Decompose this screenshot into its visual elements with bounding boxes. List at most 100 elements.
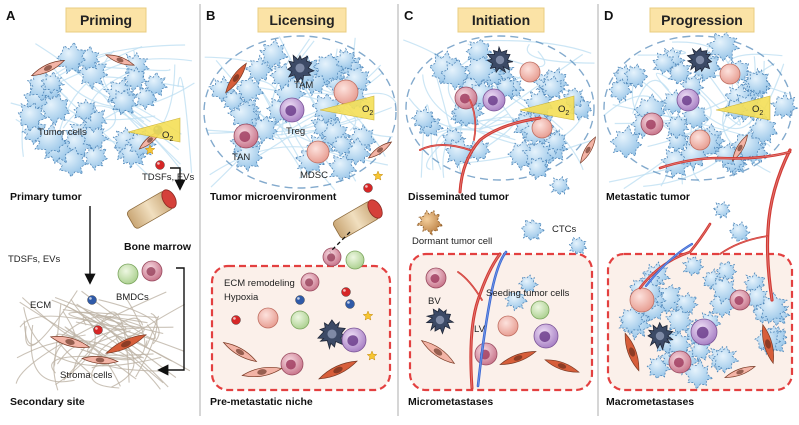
panel-a: A Priming Tumor cells O2 Primary tumor T… xyxy=(6,7,195,408)
panel-a-ecm-fibre xyxy=(19,301,142,359)
stroma-cell xyxy=(762,323,774,365)
stroma-cell xyxy=(420,339,456,365)
stroma-cell-nucleus xyxy=(257,369,267,375)
tumor-cell xyxy=(222,88,246,112)
panel-a-ecm-fibre xyxy=(68,311,158,325)
panel-d-title: Progression xyxy=(661,12,743,28)
tumor-cell xyxy=(608,78,633,104)
panel-a-ecm-fibre xyxy=(64,326,137,380)
stroma-cell-nucleus xyxy=(65,339,75,345)
panel-b-fibre xyxy=(209,146,353,176)
factor-star xyxy=(372,170,384,181)
tam-cell-nucleus xyxy=(295,63,305,73)
tan-cell-nucleus xyxy=(239,131,251,143)
tan-cell-nucleus xyxy=(645,119,656,130)
panel-c-fibre xyxy=(526,43,595,64)
bmdc-cell xyxy=(530,300,550,320)
tumor-cell xyxy=(518,274,539,293)
secreted-factor-blue-shine xyxy=(347,301,350,304)
panel-a-ecm-fibre xyxy=(104,311,130,383)
label-disseminated-tumor: Disseminated tumor xyxy=(408,191,509,203)
tumor-cell xyxy=(706,31,741,62)
stroma-cell xyxy=(241,366,283,378)
stroma-cell-nucleus xyxy=(376,147,384,153)
tumor-microenvironment-boundary xyxy=(203,35,397,189)
stroma-cell-nucleus xyxy=(628,347,636,357)
blood-vessel-macro xyxy=(638,222,712,290)
tumor-cell xyxy=(332,47,358,71)
panel-b-title-box xyxy=(257,7,347,33)
label-micrometastases: Micrometastases xyxy=(408,396,493,408)
tumor-cell xyxy=(410,105,437,132)
mdsc-cell xyxy=(497,315,519,337)
tam-cell-nucleus xyxy=(327,329,337,339)
tumor-cell xyxy=(143,71,168,97)
tumor-cell xyxy=(756,291,788,324)
tan-cell-nucleus xyxy=(430,274,440,283)
label-secondary-site: Secondary site xyxy=(10,396,85,408)
mdsc-cell xyxy=(519,61,541,83)
label-mdsc: MDSC xyxy=(300,170,328,181)
stroma-cell xyxy=(724,366,756,378)
tumor-cell xyxy=(749,113,779,146)
bmdc-cell xyxy=(345,250,365,270)
blood-vessel-d-highlight xyxy=(767,149,791,301)
panel-b-fibre xyxy=(262,91,307,171)
panel-a-title-box xyxy=(65,7,147,33)
tumor-cell xyxy=(439,58,471,91)
stroma-cell-nucleus xyxy=(147,137,153,143)
label-bone-marrow: Bone marrow xyxy=(124,241,192,253)
tumor-cell xyxy=(690,339,712,362)
secreted-factor-red-shine xyxy=(233,317,236,320)
treg-cell-nucleus xyxy=(347,335,359,346)
mdsc-cell xyxy=(306,140,330,164)
panel-d-letter: D xyxy=(604,8,613,23)
mdsc-cell xyxy=(719,63,741,85)
label-tumor-cells: Tumor cells xyxy=(38,127,87,138)
blood-vessel-d-branch-highlight xyxy=(659,151,791,169)
tumor-cell xyxy=(651,51,678,75)
tumor-cell xyxy=(123,65,148,93)
panel-b: B Licensing TAM O2 Treg TAN MDSC Tumor m… xyxy=(206,7,373,408)
panel-c-fibre xyxy=(442,119,527,178)
mdsc-cell xyxy=(257,307,279,329)
tumor-cell xyxy=(467,139,491,163)
blood-vessel-bv-branch xyxy=(457,271,483,301)
panel-a-ecm-fibre xyxy=(51,355,132,374)
secreted-factor-red-shine xyxy=(365,185,368,188)
stroma-cell xyxy=(624,332,640,372)
tumor-cell xyxy=(520,218,546,241)
tumor-cell xyxy=(526,156,550,181)
label-o2-b: O2 xyxy=(362,104,373,117)
panel-b-letter: B xyxy=(206,8,215,23)
panel-a-ecm-fibre xyxy=(25,290,78,347)
oxygen-gradient-d xyxy=(715,95,771,121)
secreted-factor-red-shine xyxy=(343,289,346,292)
secreted-factor-red xyxy=(231,315,241,325)
stroma-cell xyxy=(105,334,147,354)
tam-cell-nucleus xyxy=(655,331,665,341)
tumor-cell xyxy=(313,116,338,140)
lymphatic-vessel-macro-highlight xyxy=(645,243,693,287)
blood-vessel-macro-highlight xyxy=(639,223,711,289)
tan-cell-nucleus xyxy=(285,359,296,370)
label-tdsfs-evs-left: TDSFs, EVs xyxy=(8,254,61,265)
secreted-factor-red-shine xyxy=(95,327,98,330)
label-tdsfs-evs-top: TDSFs, EVs xyxy=(142,172,195,183)
migration-path xyxy=(329,231,351,253)
tumor-cell xyxy=(110,88,138,115)
panel-a-ecm-fibre xyxy=(30,324,75,383)
stroma-cell-nucleus xyxy=(121,340,131,348)
label-tam: TAM xyxy=(294,80,313,91)
secreted-factor-blue-shine xyxy=(297,297,300,300)
label-primary-tumor: Primary tumor xyxy=(10,191,82,203)
panel-a-ecm-fibre xyxy=(19,315,185,352)
label-bmdcs: BMDCs xyxy=(116,292,149,303)
tumor-cell xyxy=(464,55,497,87)
tumor-cell xyxy=(728,221,751,243)
cells-layer xyxy=(17,31,799,390)
label-ecm-remodeling: ECM remodeling xyxy=(224,278,295,289)
blood-vessel-d xyxy=(765,148,792,302)
